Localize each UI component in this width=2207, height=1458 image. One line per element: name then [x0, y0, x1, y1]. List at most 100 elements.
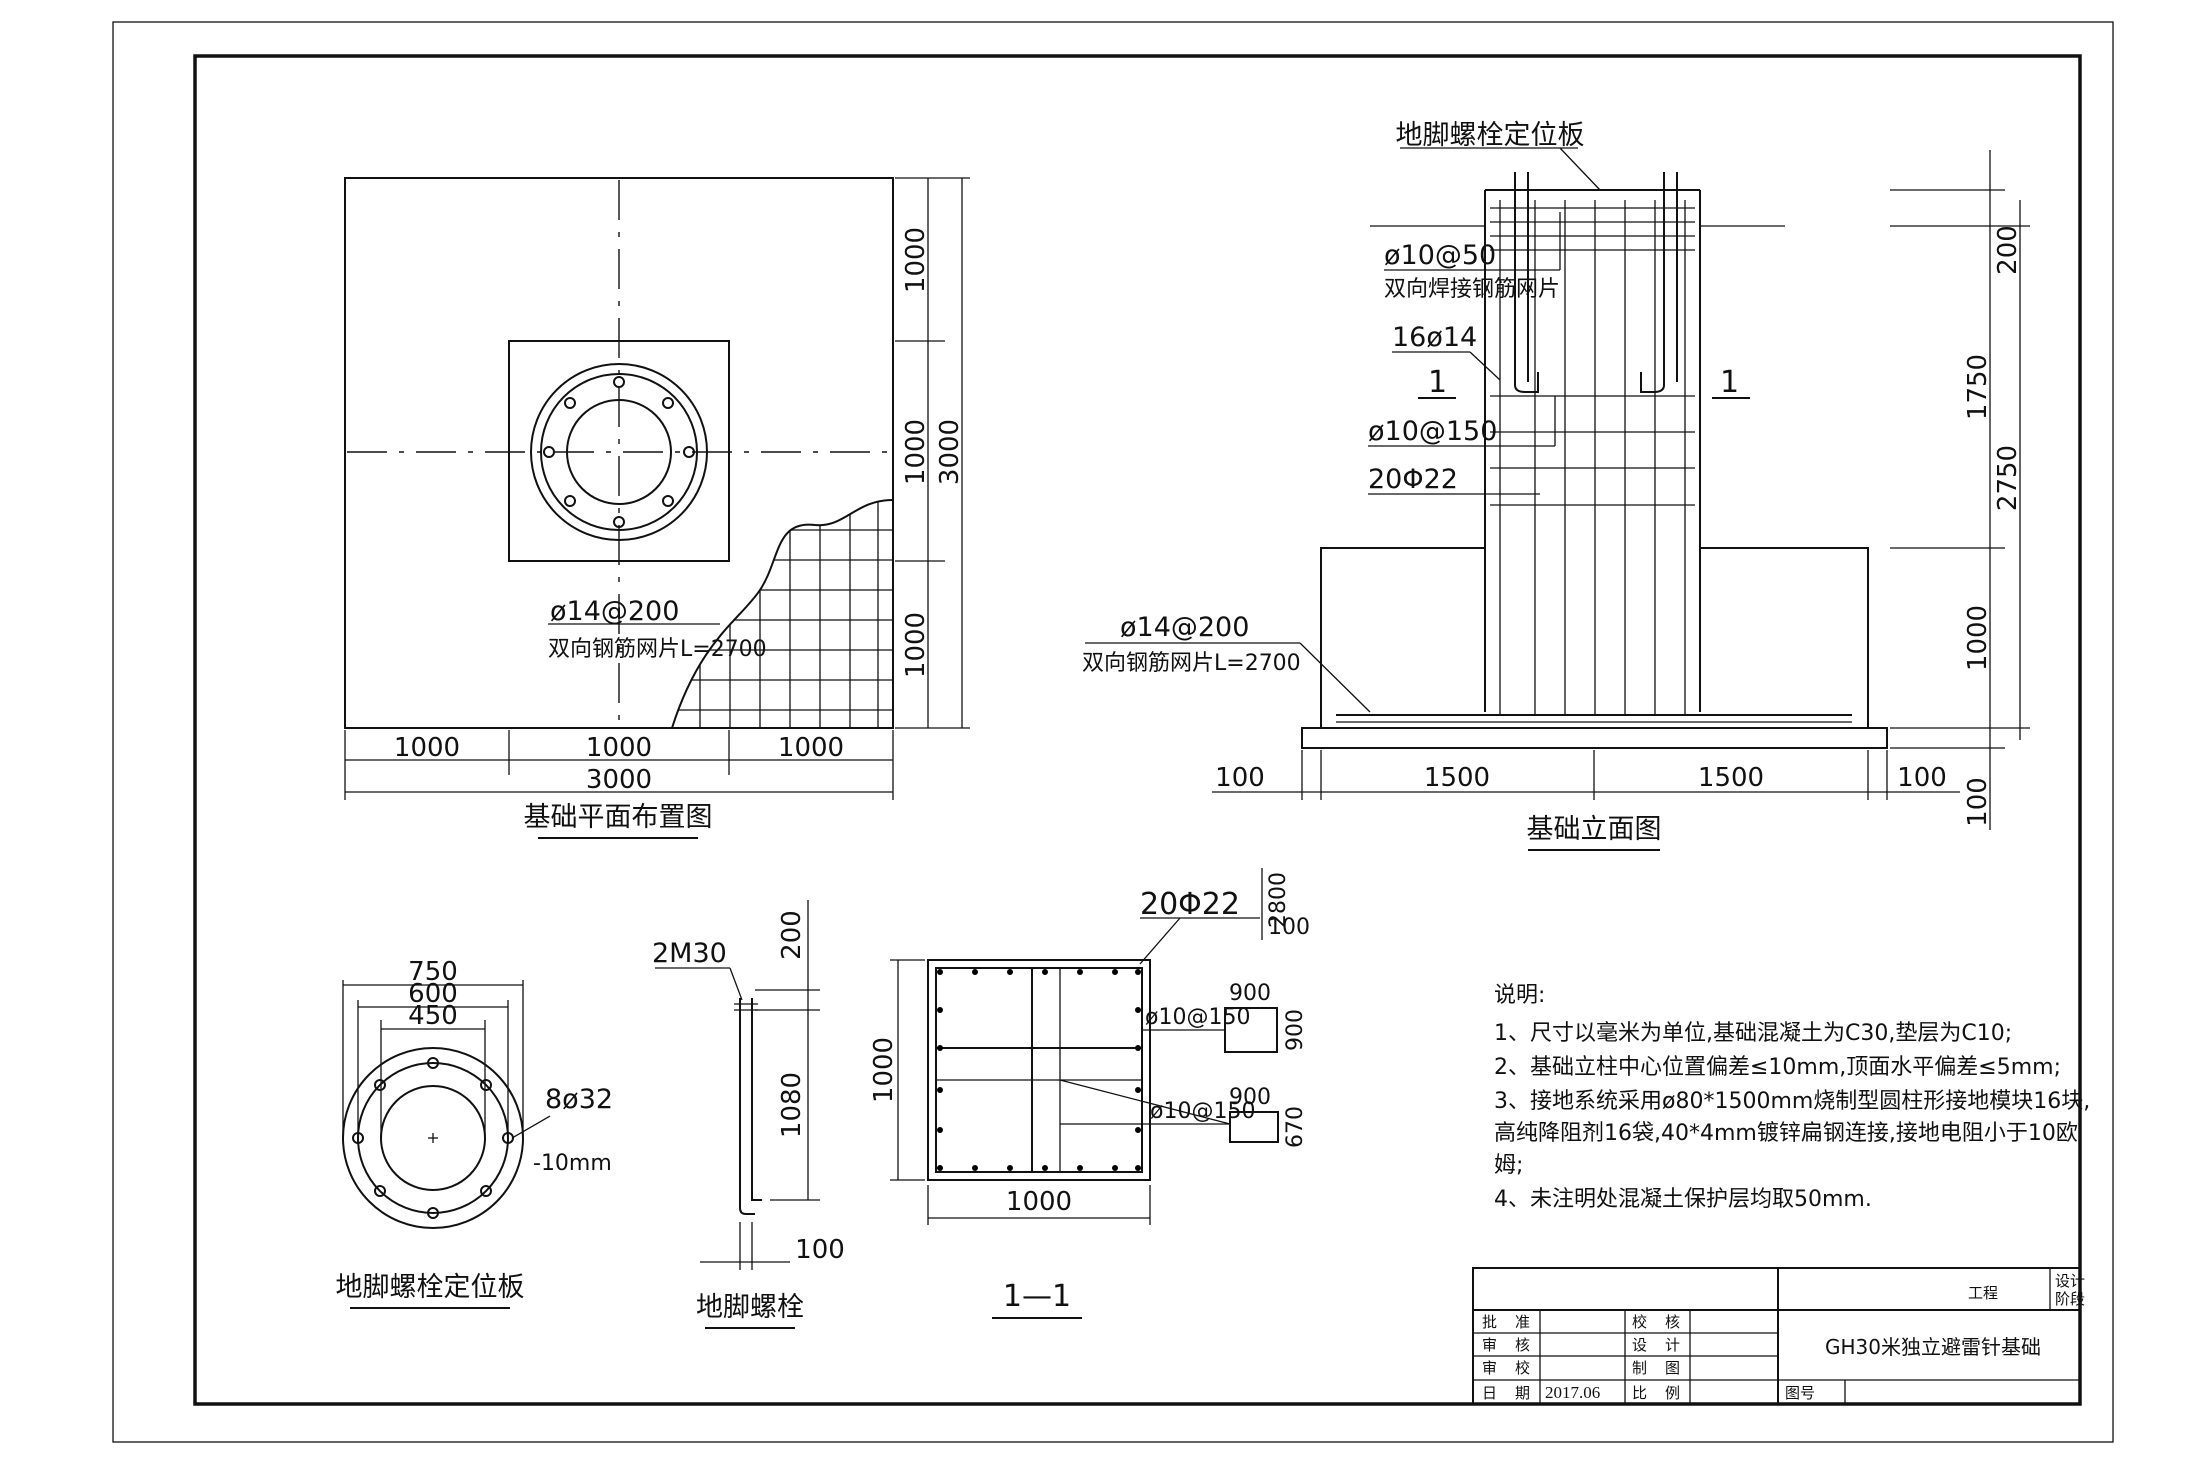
section-tie-1: ø10@150 [1145, 1005, 1250, 1030]
notes-line-3: 3、接地系统采用ø80*1500mm烧制型圆柱形接地模块16块, [1494, 1089, 2090, 1114]
svg-text:制: 制 [1632, 1359, 1647, 1377]
plan-title: 基础平面布置图 [524, 802, 713, 833]
titleblock-date: 2017.06 [1545, 1383, 1600, 1402]
svg-text:批: 批 [1482, 1313, 1497, 1331]
plan-dim-h-3: 1000 [778, 733, 844, 763]
plate-holes: 8ø32 [545, 1084, 613, 1115]
inner-border [193, 54, 2082, 1406]
section-view: 20Φ22 2800 100 ø10@150 900 900 ø10@150 9… [869, 868, 1310, 1319]
plan-rebar-spec: ø14@200 [550, 596, 679, 627]
bolt-dim-hook: 100 [795, 1235, 845, 1265]
elevation-plate-label: 地脚螺栓定位板 [1396, 120, 1585, 151]
plan-footing-outline [344, 177, 894, 729]
section-tie-2-shape [1229, 1111, 1279, 1143]
plan-view: ø14@200 双向钢筋网片L=2700 1000 1000 1000 3000… [344, 177, 970, 839]
svg-text:期: 期 [1515, 1384, 1530, 1402]
elevation-dim-b-3: 1500 [1698, 763, 1764, 793]
plan-dim-h-1: 1000 [394, 733, 460, 763]
section-spec-main: 20Φ22 [1140, 887, 1240, 922]
plate-dim-600: 600 [408, 979, 458, 1009]
notes-heading: 说明: [1494, 983, 1545, 1008]
elevation-section-mark-left: 1 [1428, 365, 1447, 400]
svg-text:校: 校 [1632, 1313, 1647, 1331]
elevation-spec-5: ø14@200 [1120, 612, 1249, 643]
svg-text:审: 审 [1482, 1359, 1497, 1377]
plan-column-outline [508, 340, 730, 562]
notes-block: 说明: 1、尺寸以毫米为单位,基础混凝土为C30,垫层为C10; 2、基础立柱中… [1494, 983, 2090, 1212]
bolt-dim-top: 200 [777, 910, 807, 960]
elevation-spec-1-note: 双向焊接钢筋网片 [1384, 277, 1560, 302]
elevation-dim-b-1: 100 [1215, 763, 1265, 793]
anchor-plate-view: 750 600 450 8ø32 -10mm 地脚螺栓定位板 [336, 957, 613, 1309]
elevation-dim-r-4: 1000 [1963, 605, 1993, 671]
plate-bolt-holes [352, 1057, 514, 1219]
notes-line-5: 姆; [1494, 1153, 1523, 1178]
plan-dim-v-3: 1000 [901, 612, 931, 678]
elevation-section-mark-right: 1 [1720, 365, 1739, 400]
svg-text:校: 校 [1515, 1359, 1530, 1377]
section-tie-1-shape [1224, 1007, 1278, 1053]
section-tie-1-w: 900 [1229, 981, 1271, 1006]
section-title: 1—1 [1003, 1279, 1071, 1314]
bolt-dim-len: 1080 [777, 1072, 807, 1138]
plate-thickness: -10mm [533, 1151, 612, 1176]
section-spec-len: 2800 [1266, 872, 1291, 928]
elevation-spec-5-note: 双向钢筋网片L=2700 [1082, 651, 1301, 676]
elevation-spec-2: 16ø14 [1392, 322, 1477, 353]
svg-text:核: 核 [1665, 1313, 1680, 1331]
svg-text:阶段: 阶段 [2055, 1290, 2085, 1308]
svg-text:日: 日 [1482, 1384, 1497, 1402]
section-tie-2-w: 900 [1229, 1085, 1271, 1110]
section-tie-1-h: 900 [1283, 1009, 1308, 1051]
notes-line-6: 4、未注明处混凝土保护层均取50mm. [1494, 1187, 1872, 1212]
svg-text:设计: 设计 [2055, 1272, 2085, 1290]
elevation-cushion [1301, 727, 1888, 749]
plan-dim-v-2: 1000 [901, 419, 931, 485]
titleblock-drawing-no-label: 图号 [1785, 1384, 1815, 1402]
section-spec-end: 100 [1268, 915, 1310, 940]
elevation-dim-r-2: 1750 [1963, 354, 1993, 420]
titleblock-project-label: 工程 [1968, 1284, 1998, 1302]
plan-rebar-mesh-note: 双向钢筋网片L=2700 [548, 637, 767, 662]
plan-dim-v-total: 3000 [935, 419, 965, 485]
section-dim-h: 1000 [1006, 1187, 1072, 1217]
plan-dim-v-1: 1000 [901, 227, 931, 293]
elevation-spec-3: ø10@150 [1368, 416, 1497, 447]
svg-text:例: 例 [1665, 1384, 1680, 1402]
notes-line-2: 2、基础立柱中心位置偏差≤10mm,顶面水平偏差≤5mm; [1494, 1055, 2061, 1080]
bolt-title: 地脚螺栓 [696, 1292, 804, 1323]
anchor-bolt-view: 2M30 200 1080 100 地脚螺栓 [652, 900, 845, 1329]
bolt-spec: 2M30 [652, 938, 727, 969]
plan-bolt-holes [543, 376, 695, 528]
plan-dim-h-2: 1000 [586, 733, 652, 763]
elevation-title: 基础立面图 [1527, 814, 1662, 845]
elevation-rebars [1499, 200, 1686, 715]
elevation-view: 地脚螺栓定位板 ø10@50 双向焊接钢筋网片 16ø14 1 1 ø10@15… [1082, 120, 2030, 851]
elevation-dim-r-3: 2750 [1993, 445, 2023, 511]
elevation-dim-b-2: 1500 [1424, 763, 1490, 793]
section-tie-2-h: 670 [1283, 1106, 1308, 1148]
svg-text:计: 计 [1665, 1336, 1680, 1354]
elevation-dim-r-5: 100 [1963, 777, 1993, 827]
plan-dim-h-total: 3000 [586, 765, 652, 795]
plate-dim-750: 750 [408, 957, 458, 987]
elevation-dim-b-4: 100 [1897, 763, 1947, 793]
elevation-spec-4: 20Φ22 [1368, 464, 1458, 495]
elevation-spec-1: ø10@50 [1384, 240, 1496, 271]
title-block: 批 准 审 核 审 校 日 期 校 核 设 计 制 图 比 例 2017.06 … [1472, 1267, 2085, 1405]
svg-text:审: 审 [1482, 1336, 1497, 1354]
svg-text:核: 核 [1515, 1336, 1530, 1354]
notes-line-4: 高纯降阻剂16袋,40*4mm镀锌扁钢连接,接地电阻小于10欧 [1494, 1121, 2078, 1146]
notes-line-1: 1、尺寸以毫米为单位,基础混凝土为C30,垫层为C10; [1494, 1021, 2012, 1046]
section-outline [927, 959, 1151, 1181]
plate-title: 地脚螺栓定位板 [336, 1272, 525, 1303]
svg-text:图: 图 [1665, 1359, 1680, 1377]
svg-text:比: 比 [1632, 1384, 1647, 1402]
section-rebar-dots [937, 969, 1141, 1171]
svg-text:设: 设 [1632, 1336, 1647, 1354]
svg-text:准: 准 [1515, 1313, 1530, 1331]
section-dim-v: 1000 [869, 1037, 899, 1103]
plate-dim-450: 450 [408, 1001, 458, 1031]
elevation-dim-r-1: 200 [1993, 225, 2023, 275]
